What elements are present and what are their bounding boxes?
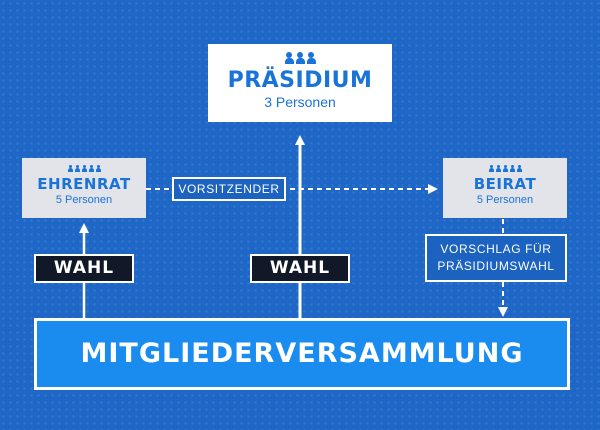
- ehrenrat-title: EHRENRAT: [37, 175, 131, 193]
- people-group-icon: [443, 165, 567, 172]
- praesidium-subtitle: 3 Personen: [264, 94, 336, 110]
- beirat-title: BEIRAT: [473, 175, 537, 193]
- ehrenrat-subtitle: 5 Personen: [55, 194, 113, 206]
- beirat-subtitle: 5 Personen: [476, 194, 534, 206]
- praesidium-title: PRÄSIDIUM: [227, 68, 373, 93]
- vorschlag-line-1: VORSCHLAG FÜR: [440, 242, 552, 256]
- wahl-label-left: WAHL: [34, 254, 134, 283]
- people-group-icon: [22, 165, 146, 172]
- vorschlag-line-2: PRÄSIDIUMSWAHL: [437, 259, 555, 273]
- vorsitzender-label: VORSITZENDER: [172, 177, 286, 201]
- wahl-label-center: WAHL: [250, 254, 350, 283]
- people-group-icon: [208, 52, 392, 64]
- vorschlag-label: VORSCHLAG FÜR PRÄSIDIUMSWAHL: [425, 234, 567, 282]
- mitgliederversammlung-box: MITGLIEDERVERSAMMLUNG: [34, 318, 570, 390]
- praesidium-box: PRÄSIDIUM 3 Personen: [208, 44, 392, 122]
- ehrenrat-box: EHRENRAT 5 Personen: [22, 158, 146, 218]
- beirat-box: BEIRAT 5 Personen: [443, 158, 567, 218]
